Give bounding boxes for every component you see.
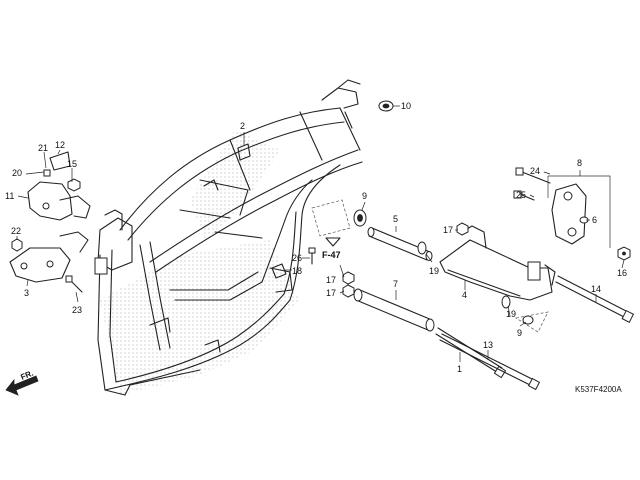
callout-1: 1 <box>457 364 462 374</box>
front-direction-label: FR. <box>19 369 34 382</box>
callout-24: 24 <box>530 166 540 176</box>
callout-20: 20 <box>12 168 22 178</box>
leader-lines <box>16 105 625 362</box>
lower-bracket-3 <box>9 231 89 293</box>
washer-19 <box>417 241 511 309</box>
bracket-assembly-8 <box>547 175 611 248</box>
callout-19-left: 19 <box>429 266 439 276</box>
washer-9-group <box>515 311 549 333</box>
nut-17 <box>342 222 469 298</box>
screw-26 <box>308 247 316 265</box>
callout-15: 15 <box>67 159 77 169</box>
callout-26: 26 <box>292 253 302 263</box>
callout-9-lower: 9 <box>517 328 522 338</box>
pivot-pipe-part <box>353 288 435 332</box>
collar-pipe-part <box>367 227 433 261</box>
bolt-24 <box>515 167 551 184</box>
callout-2: 2 <box>240 121 245 131</box>
callout-5: 5 <box>393 214 398 224</box>
callout-17-lower: 17 <box>326 288 336 298</box>
callout-22: 22 <box>11 226 21 236</box>
callout-9: 9 <box>362 191 367 201</box>
grommet-part <box>353 209 367 227</box>
bushing-part <box>378 100 394 112</box>
callout-3: 3 <box>24 288 29 298</box>
hanger-link-part <box>439 225 556 301</box>
upper-bracket-11 <box>27 151 91 221</box>
callout-13: 13 <box>483 340 493 350</box>
callout-4: 4 <box>462 290 467 300</box>
callout-8: 8 <box>577 158 582 168</box>
front-arrow-icon <box>5 375 39 396</box>
callout-16: 16 <box>617 268 627 278</box>
drawing-code: K537F4200A <box>575 385 622 394</box>
frame-body <box>94 79 363 396</box>
nut-16 <box>617 246 631 261</box>
callout-17-upper: 17 <box>326 275 336 285</box>
callout-11: 11 <box>5 191 14 201</box>
callout-14: 14 <box>591 284 601 294</box>
callout-21: 21 <box>38 143 48 153</box>
callout-17-right: 17 <box>443 225 453 235</box>
callout-18: 18 <box>292 266 302 276</box>
callout-25: 25 <box>516 190 526 200</box>
callout-23: 23 <box>72 305 82 315</box>
clip-18 <box>271 263 287 279</box>
bolt-14 <box>555 275 635 323</box>
callout-labels: 2 10 9 5 7 1 13 4 14 8 6 16 24 25 17 17 … <box>5 101 627 374</box>
callout-7: 7 <box>393 279 398 289</box>
callout-6: 6 <box>592 215 597 225</box>
callout-10: 10 <box>401 101 411 111</box>
bolt-25 <box>513 190 535 201</box>
callout-12: 12 <box>55 140 65 150</box>
callout-19-right: 19 <box>506 309 516 319</box>
page-reference-label: F-47 <box>322 250 341 260</box>
